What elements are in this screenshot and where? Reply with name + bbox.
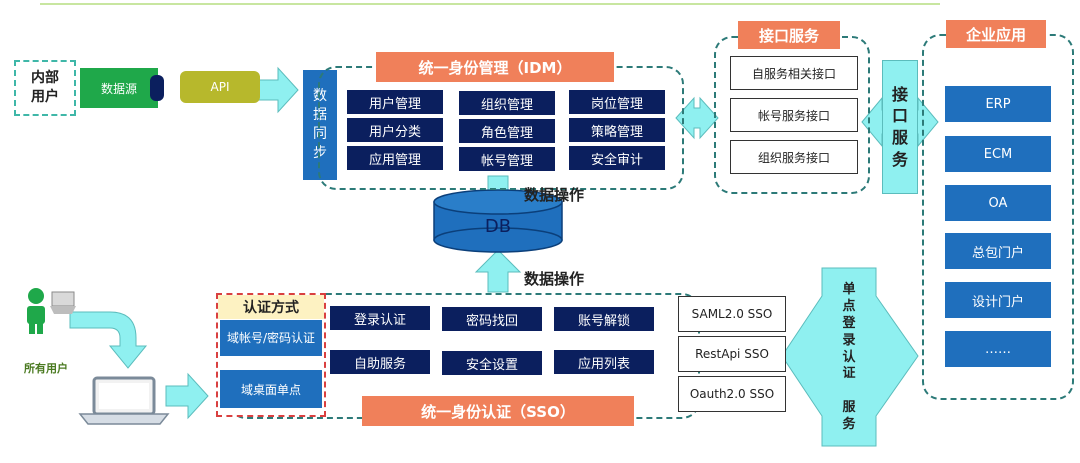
sso-protocol-saml[interactable]: SAML2.0 SSO — [678, 296, 786, 332]
auth-domain-desktop-front[interactable]: 域桌面单点 — [220, 370, 322, 408]
interface-item-account[interactable]: 帐号服务接口 — [730, 98, 858, 132]
enterprise-app-ecm[interactable]: ECM — [945, 136, 1051, 172]
db-op-bottom-label: 数据操作 — [524, 270, 585, 288]
db-cylinder — [433, 189, 563, 253]
sso-item-password-recovery[interactable]: 密码找回 — [442, 307, 542, 331]
idm-item-security-audit[interactable]: 安全审计 — [569, 146, 665, 170]
interface-item-self-service[interactable]: 自服务相关接口 — [730, 56, 858, 90]
user-figure-icon — [27, 288, 76, 334]
sso-service-label: 单 点 登 录 认 证 服 务 — [842, 281, 856, 433]
idm-interface-arrow — [675, 96, 719, 140]
enterprise-app-erp[interactable]: ERP — [945, 86, 1051, 122]
enterprise-app-general-portal[interactable]: 总包门户 — [945, 233, 1051, 269]
db-label: DB — [484, 215, 512, 237]
sso-protocol-restapi[interactable]: RestApi SSO — [678, 336, 786, 372]
sso-item-security-settings[interactable]: 安全设置 — [442, 351, 542, 375]
user-to-laptop-arrow — [69, 311, 148, 369]
idm-item-account-mgmt[interactable]: 帐号管理 — [459, 147, 555, 171]
api-box: API — [180, 71, 260, 103]
sso-to-db-arrow — [474, 249, 522, 293]
auth-domain-password-front[interactable]: 域帐号/密码认证 — [220, 320, 322, 356]
enterprise-app-design-portal[interactable]: 设计门户 — [945, 282, 1051, 318]
idm-title: 统一身份管理（IDM） — [376, 52, 614, 82]
idm-item-user-mgmt[interactable]: 用户管理 — [347, 90, 443, 114]
laptop-icon — [78, 376, 170, 425]
idm-item-app-mgmt[interactable]: 应用管理 — [347, 146, 443, 170]
sso-title: 统一身份认证（SSO） — [362, 396, 634, 426]
idm-item-post-mgmt[interactable]: 岗位管理 — [569, 90, 665, 114]
sso-item-account-unlock[interactable]: 账号解锁 — [554, 307, 654, 331]
interface-title: 接口服务 — [738, 21, 840, 49]
interface-item-org[interactable]: 组织服务接口 — [730, 140, 858, 174]
internal-users-box: 内部 用户 — [14, 60, 76, 116]
laptop-to-auth-arrow — [165, 372, 209, 420]
data-source-cylinder-icon — [150, 75, 164, 101]
sso-protocol-oauth[interactable]: Oauth2.0 SSO — [678, 376, 786, 412]
idm-item-policy-mgmt[interactable]: 策略管理 — [569, 118, 665, 142]
idm-item-role-mgmt[interactable]: 角色管理 — [459, 119, 555, 143]
sso-item-app-list[interactable]: 应用列表 — [554, 350, 654, 374]
api-to-sync-arrow — [257, 66, 299, 114]
sso-item-login[interactable]: 登录认证 — [330, 306, 430, 330]
data-sync-bar: 数 据 同 步 — [303, 70, 337, 180]
idm-item-org-mgmt[interactable]: 组织管理 — [459, 91, 555, 115]
interface-service-vertical: 接 口 服 务 — [882, 60, 918, 194]
auth-method-title-front: 认证方式 — [218, 295, 324, 319]
db-op-top-label: 数据操作 — [524, 186, 585, 204]
all-users-label: 所有用户 — [24, 362, 68, 375]
idm-item-user-class[interactable]: 用户分类 — [347, 118, 443, 142]
enterprise-title: 企业应用 — [946, 20, 1046, 48]
data-source-box: 数据源 — [80, 68, 158, 108]
sso-service-shape — [781, 267, 919, 447]
enterprise-app-more[interactable]: …… — [945, 331, 1051, 367]
enterprise-app-oa[interactable]: OA — [945, 185, 1051, 221]
sso-item-self-service[interactable]: 自助服务 — [330, 350, 430, 374]
